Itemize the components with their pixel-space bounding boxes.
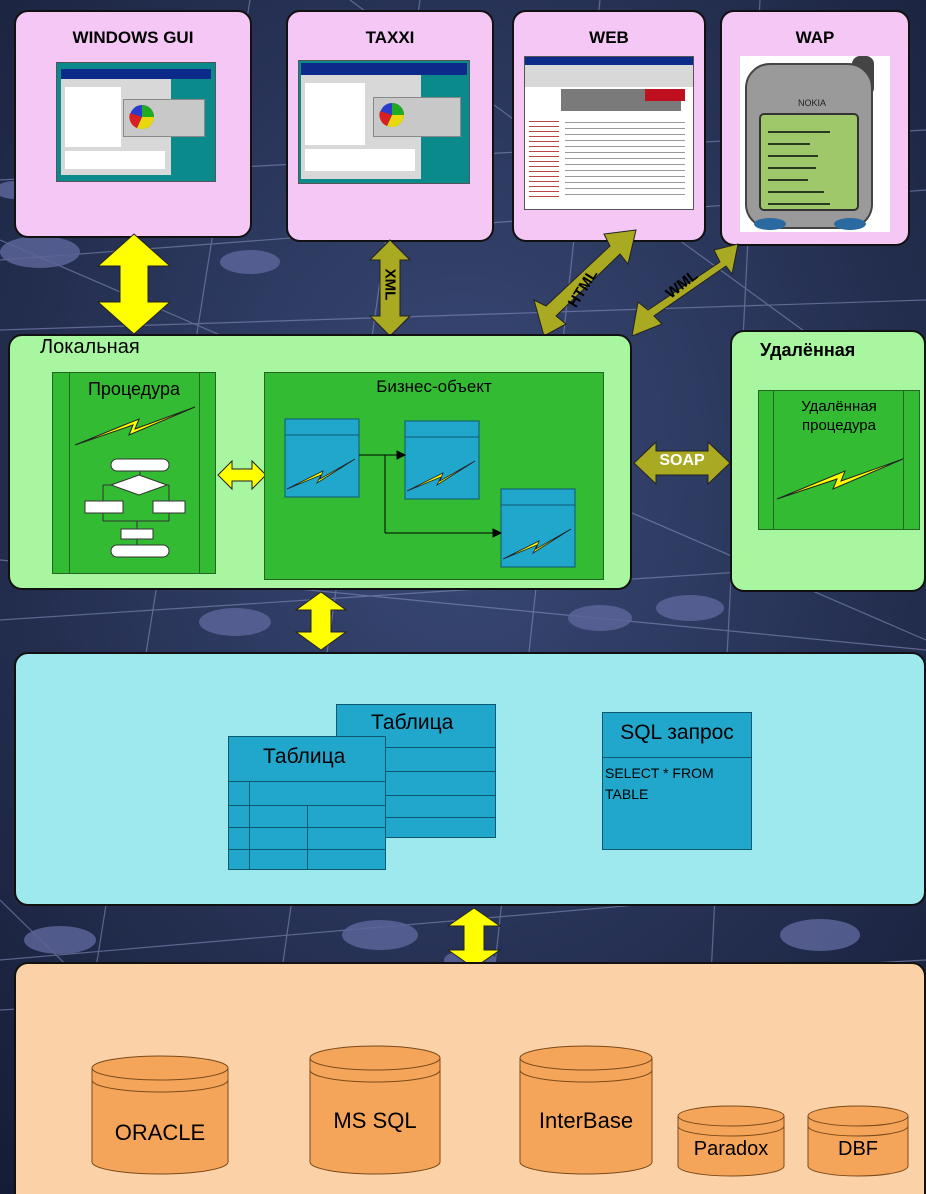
wap-box: WAP NOKIA <box>720 10 910 246</box>
database-label: MS SQL <box>333 1108 417 1133</box>
sql-query-box: SQL запрос SELECT * FROM TABLE <box>602 712 752 850</box>
interbase-database: InterBase <box>518 1044 654 1176</box>
web-title: WEB <box>589 28 629 47</box>
web-box: WEB <box>512 10 706 242</box>
paradox-database: Paradox <box>676 1104 786 1178</box>
local-title: Локальная <box>40 336 140 358</box>
taxxi-title: TAXXI <box>365 28 415 47</box>
remote-lightning-icon <box>776 458 904 500</box>
wap-title: WAP <box>795 28 835 47</box>
table-front: Таблица <box>228 736 386 870</box>
wml-arrow <box>631 243 739 337</box>
database-cylinder-icon <box>519 1045 653 1175</box>
database-cylinder-icon <box>91 1055 229 1175</box>
procedure-panel: Процедура <box>52 372 216 574</box>
xml-label: XML <box>381 268 399 301</box>
windows-gui-box: WINDOWS GUI <box>14 10 252 238</box>
table-back-label: Таблица <box>371 711 454 734</box>
windows-gui-screenshot <box>56 62 216 182</box>
mssql-database: MS SQL <box>308 1044 442 1176</box>
database-label: InterBase <box>538 1108 634 1133</box>
sql-body: SELECT * FROM TABLE <box>605 765 714 802</box>
windows-gui-title: WINDOWS GUI <box>72 28 194 47</box>
procedure-label: Процедура <box>87 379 180 399</box>
web-screenshot <box>524 56 694 210</box>
logic-data-arrow <box>294 591 348 651</box>
flowchart-icon <box>84 458 186 558</box>
taxxi-box: TAXXI <box>286 10 494 242</box>
remote-title: Удалённая <box>760 340 856 360</box>
database-cylinder-icon <box>677 1105 785 1177</box>
oracle-database: ORACLE <box>90 1054 230 1176</box>
database-label: Paradox <box>693 1138 769 1160</box>
remote-procedure-panel: Удалённая процедура <box>758 390 920 530</box>
database-cylinder-icon <box>807 1105 909 1177</box>
remote-layer-box: Удалённая Удалённая процедура <box>730 330 926 592</box>
mobile-phone-icon: NOKIA <box>740 56 890 232</box>
database-layer-box: ORACLE MS SQL InterBase Paradox DBF <box>14 962 926 1194</box>
procedure-business-arrow <box>217 459 267 491</box>
svg-text:NOKIA: NOKIA <box>798 98 826 108</box>
windows-gui-arrow <box>96 233 172 335</box>
local-layer-box: Локальная Процедура <box>8 334 632 590</box>
data-db-arrow <box>446 907 502 969</box>
business-object-label: Бизнес-объект <box>376 377 492 396</box>
business-object-diagram <box>284 418 576 568</box>
table-front-label: Таблица <box>263 745 346 768</box>
lightning-icon <box>74 406 196 446</box>
sql-title: SQL запрос <box>620 721 734 744</box>
dbf-database: DBF <box>806 1104 910 1178</box>
data-layer-box: Таблица Таблица SQL запрос SELECT * FROM… <box>14 652 926 906</box>
taxxi-screenshot <box>298 60 470 184</box>
database-label: ORACLE <box>114 1120 206 1145</box>
html-arrow <box>533 229 637 337</box>
database-cylinder-icon <box>309 1045 441 1175</box>
soap-label: SOAP <box>659 452 705 469</box>
database-label: DBF <box>838 1138 878 1160</box>
remote-procedure-label: Удалённая процедура <box>801 398 877 434</box>
business-object-panel: Бизнес-объект <box>264 372 604 580</box>
